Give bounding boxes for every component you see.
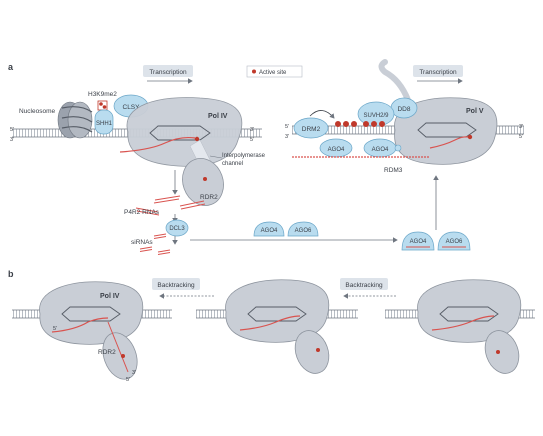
legend-active-site-label: Active site [259,70,287,76]
pol-v-active-site [467,134,473,140]
nucleosome [57,101,93,139]
suvh-label: SUVH2/9 [363,113,389,119]
dd8-protein: DD8 [390,97,418,119]
clsy-label: CLSY [123,104,141,111]
strand-end-label: 3' [519,124,523,130]
panel-a-letter: a [8,62,14,72]
rdr2-label: RDR2 [200,194,218,201]
methylation-arrow [309,110,335,119]
ago6-label: AGO6 [446,239,463,245]
sirnas [139,233,171,255]
legend-active-site: Active site [246,65,303,78]
ago4-sirna-complex: AGO4 [401,231,435,251]
pol-v-label: Pol V [466,108,484,115]
interpolymerase-label: Interpolymerase [222,153,266,159]
drm2-protein: DRM2 [293,117,329,139]
active-site-icon [252,69,256,74]
pol-iv-label: Pol IV [100,293,120,300]
pol-iv-label: Pol IV [208,113,228,120]
backtracking-arrow-2: Backtracking [340,278,396,299]
ago4-label: AGO4 [328,147,345,153]
pol-iv-backtracked-state [39,281,144,380]
p4r2-rnas [135,195,206,216]
ago4-transcript-1: AGO4 [319,138,353,158]
h3k9me2-label: H3K9me2 [88,91,117,98]
pol-iv-initial-state [417,279,522,374]
dcl3-label: DCL3 [169,226,185,232]
methyl-mark-icon [99,102,103,106]
rdr2-enzyme [182,158,224,206]
active-site-icon [496,350,500,354]
strand-end-label: 5' [10,127,14,133]
transcription-arrow-left: Transcription [143,65,193,84]
h3k9me2-mark [97,100,108,111]
pol-iv-complex [119,97,243,167]
pol-iv-active-site [194,136,200,142]
nucleosome-label: Nucleosome [19,108,56,115]
transcription-arrow-right: Transcription [413,65,463,84]
transcription-label-right: Transcription [419,69,457,76]
methyl-mark-icon [102,105,107,109]
rdm3-label: RDM3 [384,167,403,174]
strand-end-label: 5' [285,124,289,130]
ago6-protein: AGO6 [287,221,319,237]
p4r2-rnas-label: P4R2 RNAs [124,209,160,216]
rdr2-label: RDR2 [98,349,116,356]
drm2-label: DRM2 [302,126,321,133]
dd8-label: DD8 [397,106,410,113]
ago4-label: AGO4 [410,239,427,245]
backtracking-arrow-1: Backtracking [152,278,214,299]
dna-methylation-marks [335,121,385,127]
interpolymerase-label: channel [222,161,243,167]
strand-end-label: 3' [285,134,289,140]
shh1-label: SHH1 [96,121,113,127]
strand-end-label: 5' [519,134,523,140]
strand-end-label: 5' [53,326,57,332]
shh1-protein: SHH1 [94,109,114,135]
active-site-icon [121,354,125,358]
strand-end-label: 3' [132,370,136,376]
ago4-label: AGO4 [261,228,278,234]
pol-iv-intermediate-state [225,279,330,374]
strand-end-label: 3' [250,127,254,133]
backtracking-label: Backtracking [157,282,195,289]
strand-end-label: 5' [250,137,254,143]
transcription-label-left: Transcription [149,69,187,76]
panel-b-letter: b [8,269,14,279]
ago4-transcript-2: AGO4 [363,138,397,158]
ago6-sirna-complex: AGO6 [437,231,471,251]
rdm3-mark [394,144,402,152]
pol-v-ctd-tail [378,59,411,103]
rdr2-active-site [203,177,207,181]
ago4-protein: AGO4 [253,221,285,237]
backtracking-label: Backtracking [345,282,383,289]
pol-v-complex [394,97,498,165]
ago4-label: AGO4 [372,147,389,153]
ago6-label: AGO6 [295,228,312,234]
sirnas-label: siRNAs [131,239,153,246]
dcl3-protein: DCL3 [165,219,189,237]
active-site-icon [316,348,320,352]
strand-end-label: 3' [10,137,14,143]
strand-end-label: 5' [126,377,130,383]
